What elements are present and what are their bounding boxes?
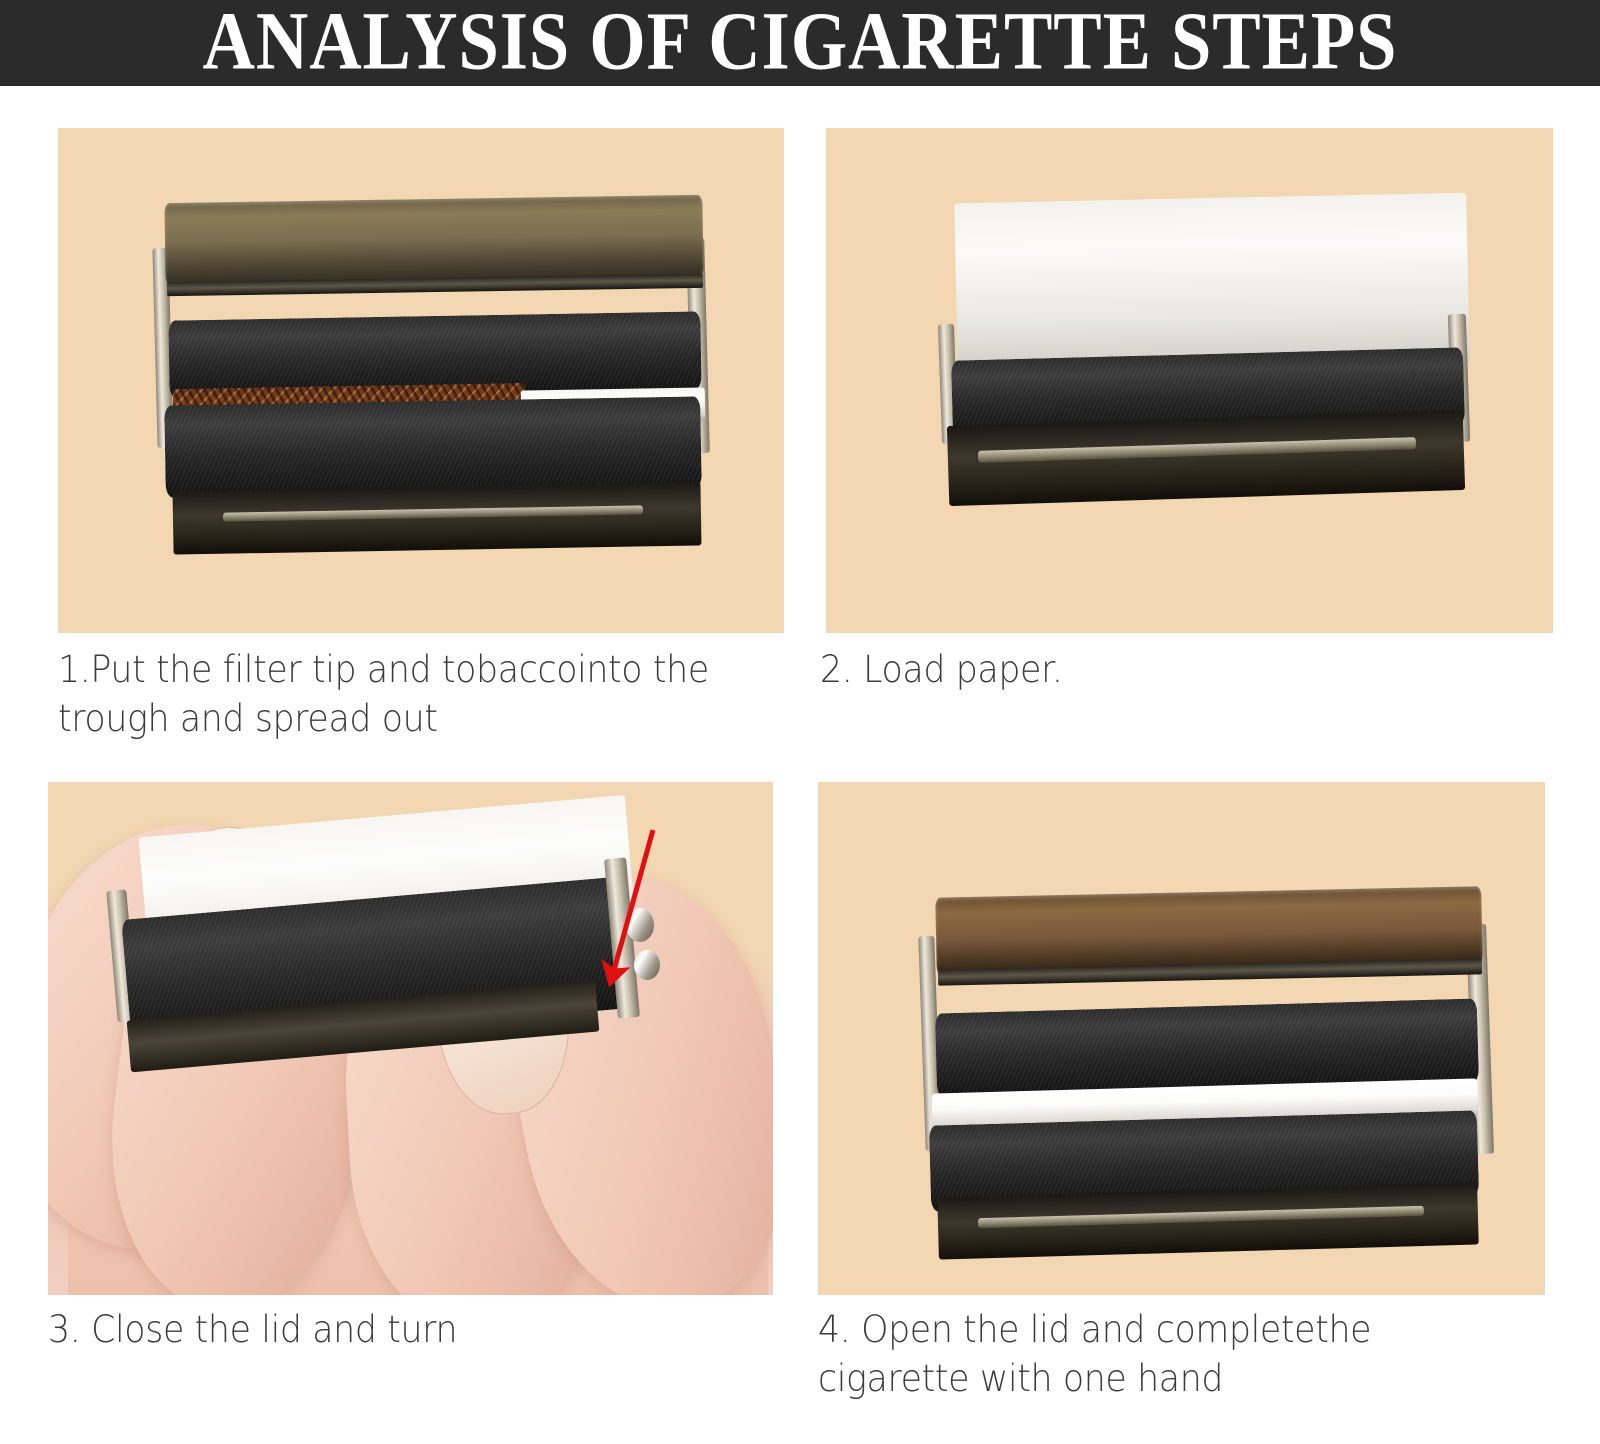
step-4-image — [818, 782, 1545, 1295]
step-1-caption: 1.Put the filter tip and tobaccointo the… — [58, 648, 720, 740]
step-3-caption: 3. Close the lid and turn — [48, 1308, 458, 1351]
step-2-image — [826, 128, 1553, 633]
rolling-paper — [954, 192, 1470, 376]
cigarette-roller-with-paper — [937, 192, 1478, 536]
step-1-image — [58, 128, 784, 633]
step-2-caption: 2. Load paper. — [820, 648, 1063, 691]
roller-hinge-lower — [634, 950, 660, 980]
step-3-image — [48, 782, 773, 1295]
page-title: ANALYSIS OF CIGARETTE STEPS — [202, 0, 1398, 86]
roller-lid — [164, 194, 704, 286]
cigarette-roller-open-with-cigarette — [918, 886, 1495, 1260]
step-4-caption: 4. Open the lid and completethe cigarett… — [818, 1308, 1382, 1400]
title-bar: ANALYSIS OF CIGARETTE STEPS — [0, 0, 1600, 86]
roller-hinge-upper — [626, 908, 654, 942]
cigarette-roller-in-hand — [106, 795, 716, 1090]
cigarette-roller-open-with-tobacco — [152, 194, 710, 566]
